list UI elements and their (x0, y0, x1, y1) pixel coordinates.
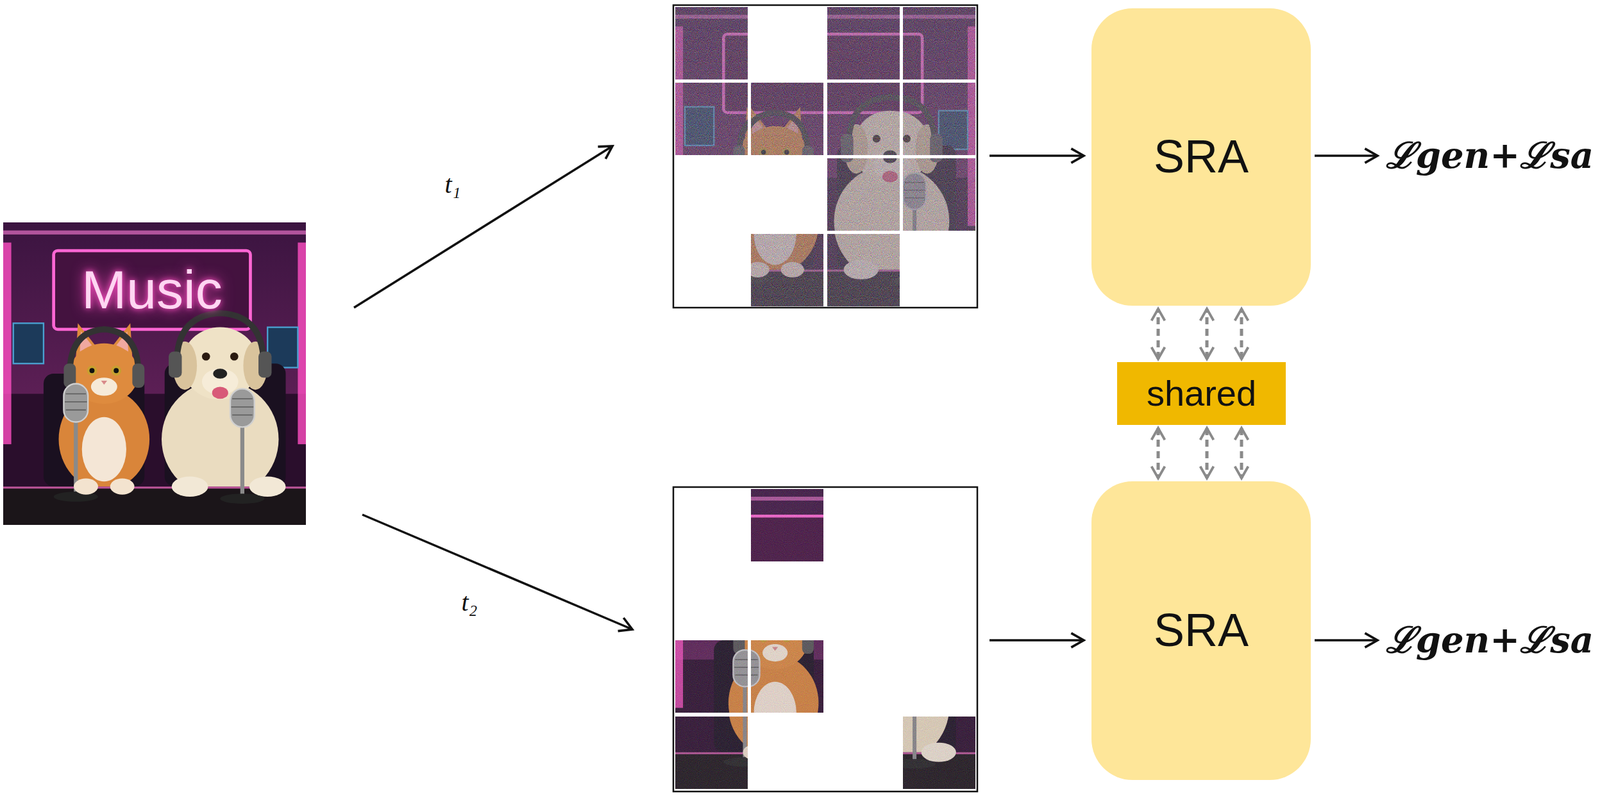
dashed-arrow (1156, 428, 1161, 479)
noised-patch (682, 16, 973, 307)
model-box: SRA (1091, 8, 1311, 306)
node-label: SRA (1153, 131, 1249, 183)
model-box: SRA (1091, 481, 1311, 781)
node-label: shared (1146, 373, 1257, 414)
dashed-arrow (1205, 428, 1209, 479)
input-arrow (989, 639, 1084, 642)
shared-weights-box: shared (1117, 362, 1286, 426)
noise-arrow (353, 146, 613, 308)
masked-patch-grid (673, 5, 978, 308)
output-arrow (1314, 154, 1378, 158)
noised-patch (678, 16, 969, 307)
node-label: SRA (1153, 605, 1249, 657)
dashed-arrow (1240, 309, 1244, 360)
shared-weight-link (1158, 309, 1242, 360)
noised-patch (685, 499, 976, 790)
dashed-arrow (1240, 428, 1244, 479)
dashed-arrow (1156, 309, 1161, 360)
neon-sign-text: Music (81, 260, 222, 320)
loss-label: ℒgen+ℒsa (1385, 135, 1594, 176)
shared-weight-link (1158, 428, 1242, 479)
loss-label: ℒgen+ℒsa (1385, 620, 1594, 661)
output-arrow (1314, 639, 1378, 642)
source-image (3, 222, 306, 526)
noise-arrow (362, 514, 633, 630)
timestep-label: t₂ (461, 588, 478, 617)
masked-patch-grid (673, 487, 978, 792)
timestep-label: t₁ (444, 170, 461, 199)
cat-dog-photo (3, 222, 306, 526)
input-arrow (989, 154, 1084, 158)
dashed-arrow (1205, 309, 1209, 360)
